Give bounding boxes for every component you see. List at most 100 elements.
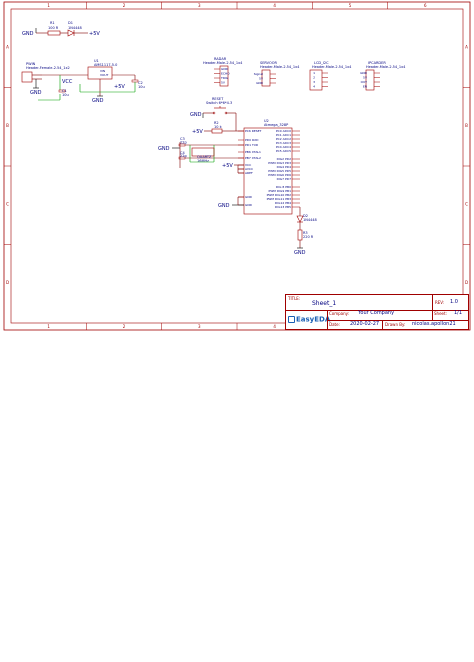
reset-part: Switch 6*6*4.3 xyxy=(206,101,232,105)
frame-row-label: A xyxy=(6,44,9,49)
date-label: Date: xyxy=(329,322,340,327)
mcu-right-pin-label: DIG7 PD7 xyxy=(277,177,292,181)
header-pin-label: OUT xyxy=(361,80,368,84)
d2-diode xyxy=(296,215,304,223)
header-pin-label: 4 xyxy=(313,85,315,89)
frame-col-label: 5 xyxy=(349,3,352,8)
title-value: Sheet_1 xyxy=(312,300,337,307)
crystal-gnd-label: GND xyxy=(158,146,170,152)
frame-ticks xyxy=(4,2,470,330)
mcu-right-pin-label: PC3 ADC3 xyxy=(276,141,291,145)
frame-col-label: 3 xyxy=(198,324,201,329)
lcd-ref: LCD_I2C xyxy=(314,61,329,65)
c2-ref: C2 xyxy=(138,81,143,85)
header-pin-label: Signal xyxy=(254,72,263,76)
u2-part: Atmega_328P xyxy=(264,123,288,127)
reset-switch: RESET Switch 6*6*4.3 GND +5V R2 10 k xyxy=(190,97,244,135)
mcu-right-pin-label: PC2 ADC2 xyxy=(276,137,291,141)
header-pin-label: EN xyxy=(363,85,367,89)
mcu-left-pin-label: GND xyxy=(245,203,253,207)
drawn-value: nicolas.apollon21 xyxy=(412,321,456,327)
header-pin-label: 1 xyxy=(313,71,315,75)
regulator-u1: U1 AMS1117-5.0 VIN VOUT GND +5V C2 10u xyxy=(68,59,145,104)
u2-ref: U2 xyxy=(264,119,269,123)
mcu-right-pin-label: PC0 ADC0 xyxy=(276,129,291,133)
mcu-left-pin-label: AVCC xyxy=(245,167,253,171)
d2-ref: D2 xyxy=(303,214,308,218)
frame-col-label: 2 xyxy=(123,324,126,329)
mcu-right-pin-label: PWM DIG5 PD5 xyxy=(268,169,291,173)
frame-col-label: 4 xyxy=(273,3,276,8)
c4-value: 22p xyxy=(180,154,187,158)
r3-ref: R3 xyxy=(303,231,308,235)
frame-row-label: B xyxy=(6,123,9,128)
company-label: Company: xyxy=(329,311,350,316)
mcu-left-pin-label: PD0 RXD xyxy=(245,138,259,142)
frame-col-label: 1 xyxy=(47,324,50,329)
r2-ref: R2 xyxy=(214,121,219,125)
rev-label: REV: xyxy=(435,300,445,305)
d2-value: 1N4448 xyxy=(303,218,317,222)
mcu-right-pin-label: DIG13 PB5 xyxy=(275,205,291,209)
easyeda-logo: EasyEDA xyxy=(288,316,330,324)
company-value: Your Company xyxy=(358,310,395,316)
u1-ref: U1 xyxy=(94,59,99,63)
plus5v-label: +5V xyxy=(89,31,100,37)
reset-ref: RESET xyxy=(212,97,224,101)
frame-row-label: C xyxy=(465,201,468,206)
inner-frame xyxy=(10,8,464,324)
frame-col-label: 4 xyxy=(273,324,276,329)
radar-ref: RADAR xyxy=(214,57,227,61)
mcu-left-pin-label: PB6 XTAL1 xyxy=(245,150,261,154)
pwin-part: Header-Female-2.54_1x2 xyxy=(26,66,70,70)
u1-pin-vout: VOUT xyxy=(100,73,109,77)
u1-part: AMS1117-5.0 xyxy=(94,63,117,67)
d1-ref: D1 xyxy=(68,21,73,25)
ipcarder-ref: IPCARDER xyxy=(368,61,386,65)
header-pin-label: ECHO xyxy=(221,72,230,76)
reset-plus5-label: +5V xyxy=(192,129,203,135)
quartz-ref: QUARTZ xyxy=(197,155,212,159)
mcu-right-pin-label: PWM DIG6 PD6 xyxy=(268,173,291,177)
frame-row-label: D xyxy=(465,280,468,285)
c3-ref: C3 xyxy=(180,137,185,141)
mcu-right-pin-label: PC4 ADC4 xyxy=(276,145,291,149)
frame-col-label: 1 xyxy=(47,3,50,8)
mcu-right-pin-label: PC1 ADC1 xyxy=(276,133,291,137)
frame-col-label: 3 xyxy=(198,3,201,8)
header-pin-label: 2 xyxy=(313,76,315,80)
frame-row-label: D xyxy=(6,280,9,285)
mcu-left-pin-label: PC6 RESET xyxy=(245,129,262,133)
date-value: 2020-02-27 xyxy=(350,321,380,327)
frame-row-label: B xyxy=(465,123,468,128)
d1-value: 1N4448 xyxy=(68,26,82,30)
mcu-gnd-label: GND xyxy=(218,203,230,209)
c3-value: 22p xyxy=(180,141,187,145)
mcu-right-pin-label: DIG2 PD2 xyxy=(277,157,292,161)
mcu-right-pin-label: PC5 ADC5 xyxy=(276,149,291,153)
frame-labels: 112233445566AABBCCDD xyxy=(6,3,468,329)
sheet-value: 1/1 xyxy=(454,310,463,316)
header-pin-label: 5V xyxy=(363,76,368,80)
reset-gnd-label: GND xyxy=(190,112,202,118)
u1-gnd-label: GND xyxy=(92,98,104,104)
radar-part: Header-Male-2.54_1x4 xyxy=(203,61,243,65)
status-led-circuit: D2 1N4448 R3 220 R GND xyxy=(294,210,317,256)
mcu-left-pin-label: PB7 XTAL2 xyxy=(245,156,261,160)
mcu-plus5-label: +5V xyxy=(222,163,233,169)
header-pin-label: GND xyxy=(256,81,264,85)
mcu-left-pin-label: AREF xyxy=(245,171,253,175)
logo-text: EasyEDA xyxy=(296,315,331,324)
frame-row-label: A xyxy=(465,44,468,49)
mcu-right-pin-label: DIG12 PB4 xyxy=(275,201,291,205)
header-pin-label: TRIG xyxy=(220,76,229,80)
led-gnd-label: GND xyxy=(294,250,306,256)
mcu-right-pin-label: DIG4 PD4 xyxy=(277,165,292,169)
r1-value: 100 R xyxy=(48,26,59,30)
frame-col-label: 6 xyxy=(424,3,427,8)
